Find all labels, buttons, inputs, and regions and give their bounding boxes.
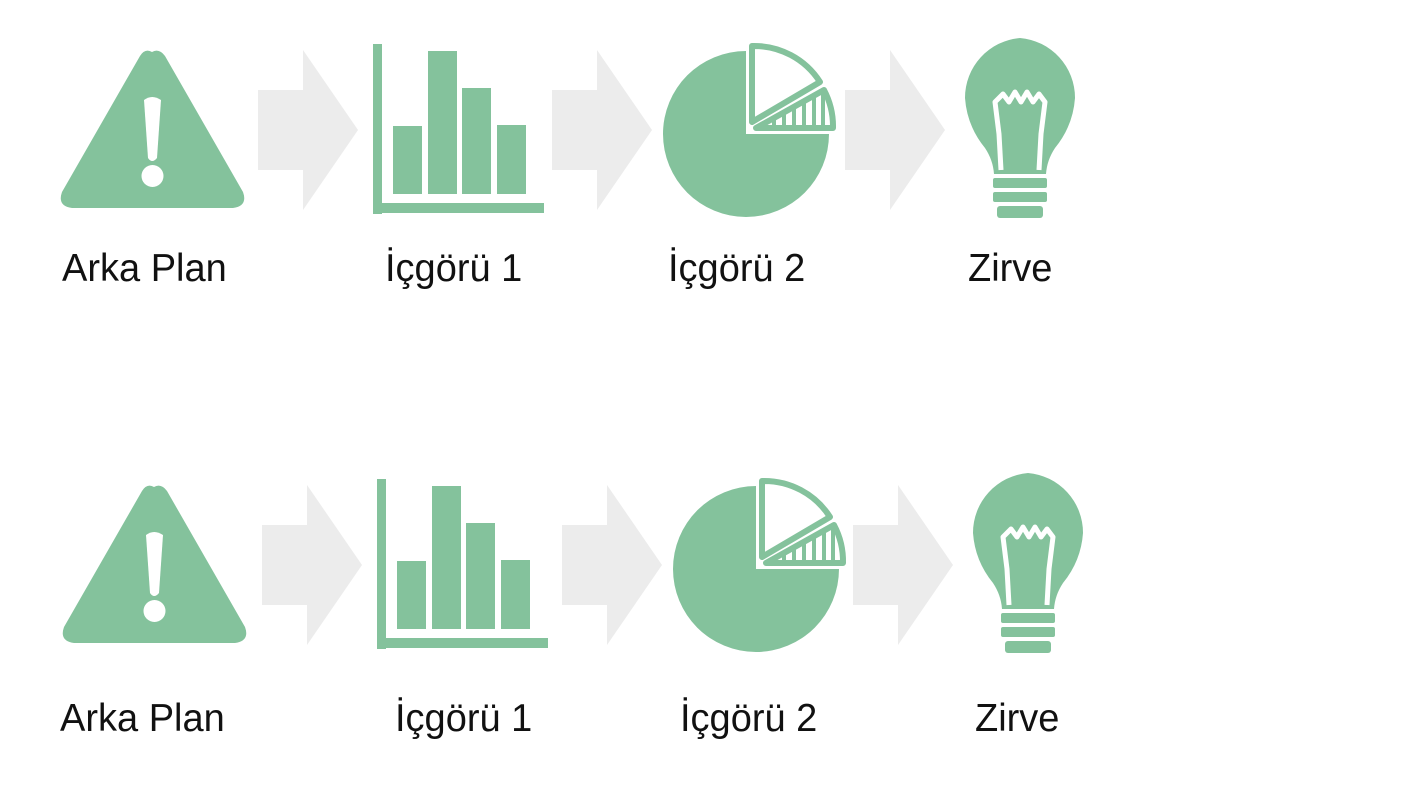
arrow-right-icon (258, 50, 358, 210)
arrow-right-icon (552, 50, 652, 210)
step-label: Zirve (975, 697, 1060, 741)
pie-chart-icon (672, 465, 852, 655)
step-label: Arka Plan (62, 247, 227, 291)
arrow-right-icon (562, 485, 662, 645)
step-label: İçgörü 1 (395, 697, 533, 741)
step-label: İçgörü 1 (385, 247, 523, 291)
step-label: İçgörü 2 (668, 247, 806, 291)
warning-triangle-icon (55, 30, 250, 210)
bar-chart-icon (370, 30, 550, 220)
pie-chart-icon (662, 30, 842, 220)
light-bulb-icon (955, 30, 1085, 220)
flow-row-2: Arka Plan İçgörü 1 İçgörü 2 Zirve (0, 473, 1408, 785)
step-label: Arka Plan (60, 697, 225, 741)
light-bulb-icon (963, 465, 1093, 655)
arrow-right-icon (853, 485, 953, 645)
step-label: Zirve (968, 247, 1053, 291)
arrow-right-icon (845, 50, 945, 210)
warning-triangle-icon (57, 465, 252, 645)
arrow-right-icon (262, 485, 362, 645)
step-label: İçgörü 2 (680, 697, 818, 741)
flow-row-1: Arka Plan İçgörü 1 İçgörü 2 Zirve (0, 30, 1408, 340)
bar-chart-icon (374, 465, 554, 655)
